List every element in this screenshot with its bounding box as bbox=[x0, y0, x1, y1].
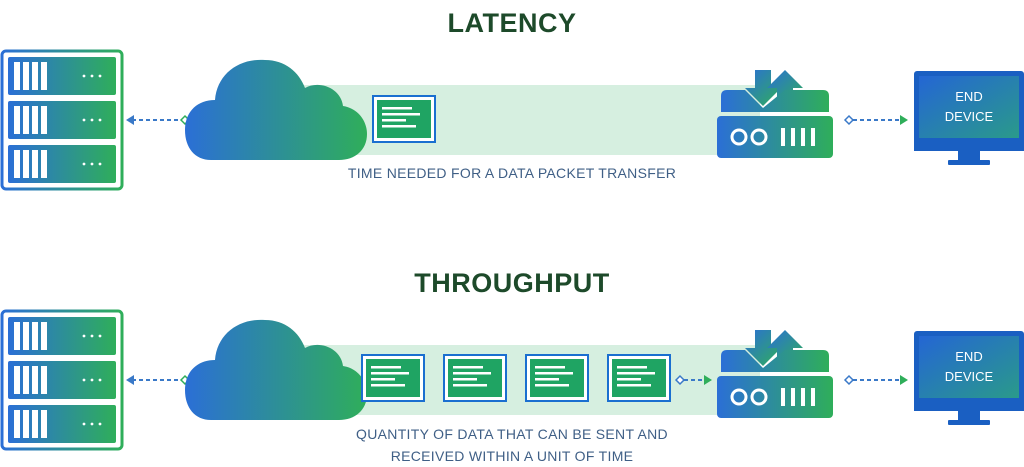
data-packet-icon bbox=[607, 354, 671, 402]
latency-device-label-line2: DEVICE bbox=[945, 109, 994, 124]
throughput-caption: QUANTITY OF DATA THAT CAN BE SENT AND RE… bbox=[312, 423, 712, 467]
latency-caption: TIME NEEDED FOR A DATA PACKET TRANSFER bbox=[347, 165, 677, 181]
throughput-caption-line1: QUANTITY OF DATA THAT CAN BE SENT AND bbox=[356, 426, 668, 442]
latency-right-arrow bbox=[843, 114, 908, 126]
throughput-title: THROUGHPUT bbox=[414, 268, 610, 298]
latency-left-arrow bbox=[126, 114, 191, 126]
throughput-left-arrow bbox=[126, 374, 191, 386]
cloud-icon bbox=[185, 59, 367, 160]
data-packet-icon bbox=[443, 354, 507, 402]
server-rack-icon bbox=[0, 49, 124, 191]
throughput-device-label-line1: END bbox=[955, 349, 982, 364]
throughput-caption-line2: RECEIVED WITHIN A UNIT OF TIME bbox=[390, 448, 634, 464]
latency-row: END DEVICE bbox=[0, 49, 1024, 191]
cloud-icon bbox=[185, 319, 367, 420]
throughput-row: END DEVICE bbox=[0, 309, 1024, 451]
server-rack-icon bbox=[0, 309, 124, 451]
data-packet-icon bbox=[525, 354, 589, 402]
throughput-device-label-line2: DEVICE bbox=[945, 369, 994, 384]
latency-title: LATENCY bbox=[447, 8, 577, 38]
data-packet-icon bbox=[372, 95, 436, 143]
throughput-right-arrow bbox=[843, 374, 908, 386]
throughput-middle-arrow bbox=[674, 374, 712, 386]
latency-device-label-line1: END bbox=[955, 89, 982, 104]
data-packet-icon bbox=[361, 354, 425, 402]
